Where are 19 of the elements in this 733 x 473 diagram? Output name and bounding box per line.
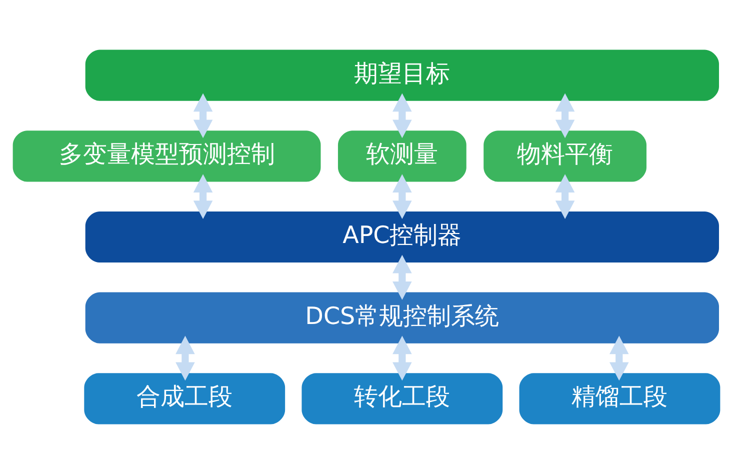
arrow (193, 92, 213, 138)
node-box: APC控制器 (85, 210, 719, 262)
node-box: 合成工段 (84, 372, 286, 424)
arrow (392, 174, 412, 218)
arrow (176, 335, 195, 380)
arrow (193, 174, 213, 218)
node-box: DCS常规控制系统 (85, 292, 719, 343)
node-box: 软测量 (338, 130, 466, 182)
node-box: 期望目标 (85, 49, 719, 100)
arrow (555, 174, 575, 218)
node-box: 物料平衡 (484, 130, 646, 182)
node-box: 转化工段 (302, 372, 503, 424)
arrow (609, 335, 629, 380)
node-box: 多变量模型预测控制 (12, 130, 321, 182)
arrow (392, 92, 412, 138)
node-box: 精馏工段 (519, 372, 720, 424)
arrow (392, 335, 412, 380)
arrow (555, 92, 575, 138)
arrow (392, 254, 412, 300)
